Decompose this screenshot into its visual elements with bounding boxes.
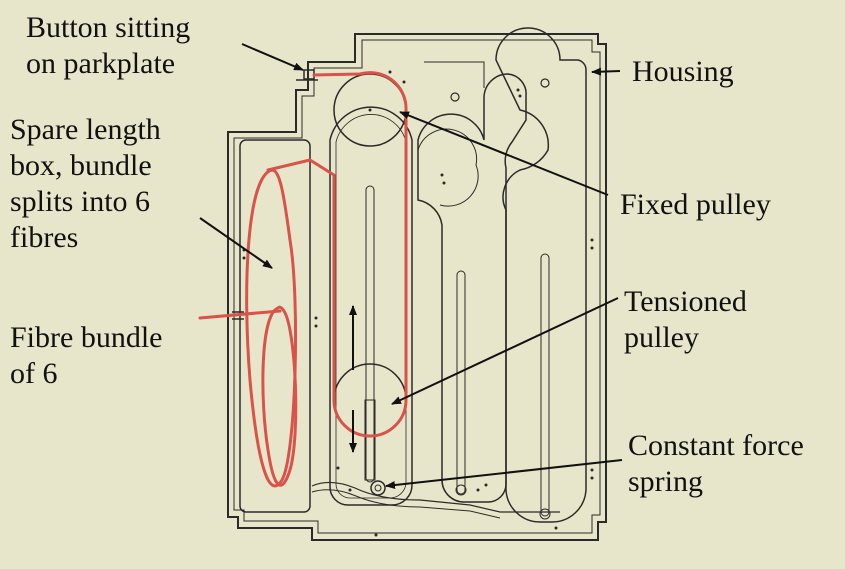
tensioned-pulley-slot bbox=[364, 399, 376, 481]
spare-box-label-line-2: box, bundle bbox=[10, 149, 152, 182]
button-label: Button sitting on parkplate bbox=[26, 10, 190, 82]
housing-leader bbox=[591, 67, 621, 76]
track-2 bbox=[417, 73, 527, 503]
track-3-slot-end bbox=[539, 508, 551, 520]
leader-lines bbox=[199, 43, 623, 489]
button-leader bbox=[241, 43, 304, 71]
housing-label: Housing bbox=[632, 54, 734, 90]
fibre-bundle-label-line-1: Fibre bundle bbox=[10, 321, 163, 354]
spare-length-box bbox=[239, 139, 311, 513]
spare-box-label-line-1: Spare length bbox=[10, 113, 161, 146]
pulley-slot bbox=[365, 185, 375, 483]
fixed-pulley-label-line-1: Fixed pulley bbox=[620, 188, 771, 221]
fixed-pulley-center bbox=[368, 108, 372, 112]
bottom-channel-2 bbox=[311, 489, 501, 519]
housing-label-line-1: Housing bbox=[632, 55, 734, 88]
track-3-slot bbox=[540, 253, 550, 517]
fibre-bottom-wrap bbox=[332, 398, 408, 438]
spare-box-label: Spare length box, bundle splits into 6 f… bbox=[10, 112, 161, 256]
track-3-pin bbox=[540, 78, 550, 88]
fibre-path bbox=[198, 71, 408, 488]
fibre-bundle-label-line-2: of 6 bbox=[10, 357, 58, 390]
track-2-lobe bbox=[417, 128, 479, 207]
track-2-slot bbox=[456, 270, 466, 495]
track-2-slot-end bbox=[455, 484, 467, 496]
fixed-pulley-leader bbox=[399, 111, 609, 196]
tensioned-pulley-label: Tensioned pulley bbox=[624, 284, 747, 356]
spare-box-label-line-4: fibres bbox=[10, 221, 79, 254]
spare-box-label-line-3: splits into 6 bbox=[10, 185, 151, 218]
spring-label-line-2: spring bbox=[628, 465, 703, 498]
button-label-line-1: Button sitting bbox=[26, 11, 191, 44]
tensioned-pulley-label-line-2: pulley bbox=[624, 321, 699, 354]
fibre-bundle-label: Fibre bundle of 6 bbox=[10, 320, 162, 392]
spring-leader bbox=[385, 459, 623, 489]
constant-force-spring-core bbox=[374, 484, 382, 492]
pulley-channel bbox=[329, 106, 413, 506]
spare-box-leader bbox=[199, 217, 273, 269]
housing-outline bbox=[227, 33, 607, 541]
fibre-top-run bbox=[312, 71, 408, 402]
housing-inner-outline bbox=[233, 39, 601, 534]
constant-force-spring bbox=[370, 480, 386, 496]
track-3 bbox=[495, 27, 587, 523]
fixed-pulley-label: Fixed pulley bbox=[620, 187, 771, 223]
pulley-channel-inner bbox=[335, 114, 407, 499]
spring-label-line-1: Constant force bbox=[628, 429, 804, 462]
bottom-channel bbox=[311, 481, 560, 513]
track-2-upper bbox=[424, 61, 485, 88]
spring-label: Constant force spring bbox=[628, 428, 804, 500]
button-label-line-2: on parkplate bbox=[26, 47, 176, 80]
fibre-spare-small-loop bbox=[261, 305, 298, 487]
tensioned-pulley-label-line-1: Tensioned bbox=[624, 285, 747, 318]
track-2-pin bbox=[450, 92, 460, 102]
fibre-left-run bbox=[266, 158, 336, 402]
tensioned-pulley-leader bbox=[391, 297, 619, 405]
fibre-bundle-entry bbox=[198, 309, 282, 320]
